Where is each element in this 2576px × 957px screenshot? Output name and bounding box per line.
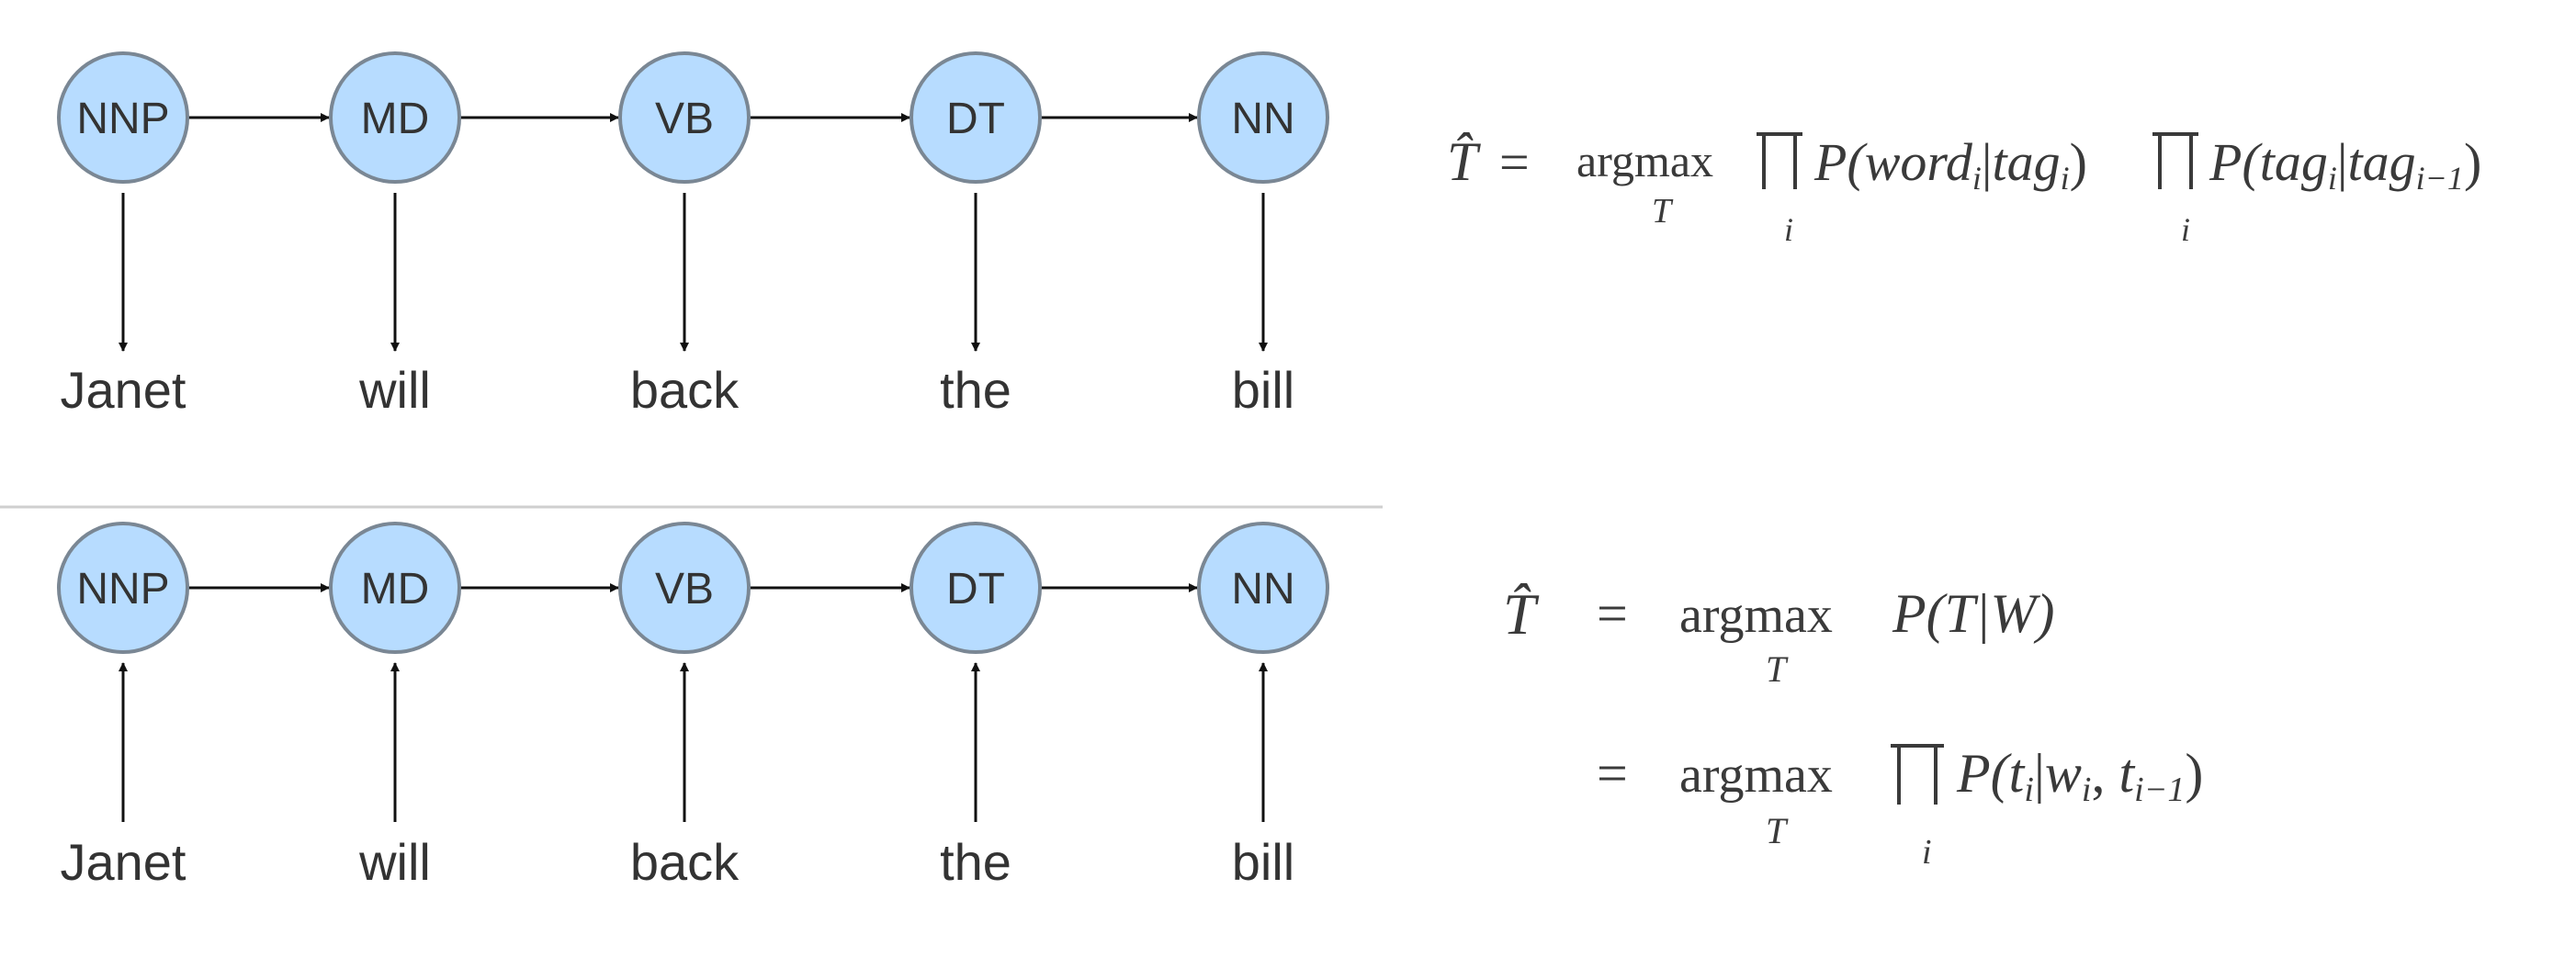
t-hat: T̂ [1447,131,1481,192]
tag-node-md: MD [329,51,461,184]
word-label: will [358,833,431,891]
word-label: the [940,833,1011,891]
word-label: Janet [61,833,186,891]
word-label: back [630,833,740,891]
tag-node-vb: VB [618,51,751,184]
word-label: bill [1232,833,1294,891]
transition-term: P(tagi|tagi−1) [2209,132,2481,197]
tag-node-nnp: NNP [57,51,189,184]
discriminative-memm-graph: NNP MD VB DT NN Janet will back the bill [57,522,1329,891]
product-index: i [1922,833,1932,872]
tag-label: NN [1231,565,1294,614]
word-label: back [630,361,740,419]
tag-node-nn: NN [1197,522,1329,654]
node-circle [1197,51,1329,184]
argmax-subscript: T [1766,648,1789,690]
emission-term: P(wordi|tagi) [1813,132,2087,197]
node-circle [910,51,1042,184]
node-circle [329,522,461,654]
equals-sign: = [1597,743,1628,804]
argmax-operator: argmax [1679,747,1833,804]
node-circle [618,51,751,184]
node-circle [57,51,189,184]
argmax-operator: argmax [1679,587,1833,644]
node-circle [329,51,461,184]
word-label: bill [1232,361,1294,419]
node-circle [1197,522,1329,654]
tag-label: NN [1231,95,1294,143]
argmax-subscript: T [1652,192,1674,231]
hmm-decoding-equation: T̂ = argmax T i P(wordi|tagi) i P(tagi|t… [1447,131,2481,248]
node-circle [57,522,189,654]
equals-sign: = [1597,583,1628,644]
tag-node-md: MD [329,522,461,654]
product-symbol [2152,132,2198,189]
word-label: will [358,361,431,419]
tag-label: VB [655,95,714,143]
node-circle [910,522,1042,654]
tag-node-nnp: NNP [57,522,189,654]
generative-hmm-graph: NNP MD VB DT NN Janet will back the bill [57,51,1329,419]
tag-label: DT [946,565,1005,614]
tag-label: MD [361,95,430,143]
t-hat: T̂ [1503,581,1540,647]
tag-label: MD [361,565,430,614]
product-symbol [1891,744,1944,805]
product-symbol [1757,132,1802,189]
node-circle [618,522,751,654]
memm-decoding-equation: T̂ = argmax T P(T|W) = argmax T i P(ti|w… [1503,581,2203,872]
tag-label: VB [655,565,714,614]
argmax-operator: argmax [1576,135,1713,186]
local-conditional-term: P(ti|wi, ti−1) [1956,743,2203,809]
tag-node-vb: VB [618,522,751,654]
tag-node-dt: DT [910,51,1042,184]
product-index: i [2181,211,2190,248]
product-index: i [1784,211,1793,248]
word-label: Janet [61,361,186,419]
tag-node-dt: DT [910,522,1042,654]
tag-label: NNP [76,95,169,143]
tag-node-nn: NN [1197,51,1329,184]
word-label: the [940,361,1011,419]
equals-sign: = [1499,132,1530,192]
tag-label: NNP [76,565,169,614]
tag-label: DT [946,95,1005,143]
argmax-subscript: T [1766,810,1789,851]
posterior-term: P(T|W) [1892,583,2054,644]
